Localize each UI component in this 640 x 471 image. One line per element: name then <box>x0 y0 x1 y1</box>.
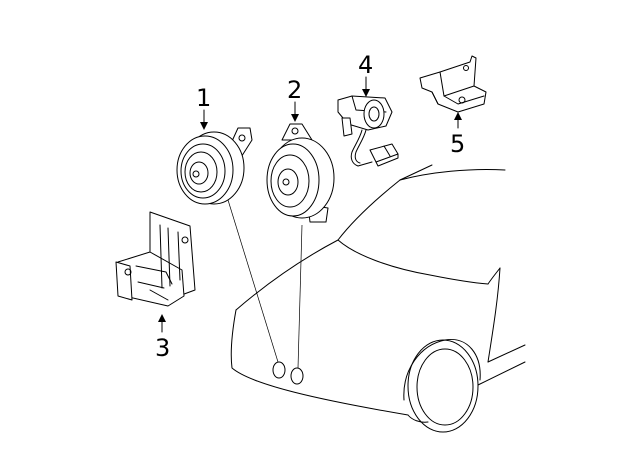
mount-bracket-part <box>419 55 487 113</box>
front-wheel <box>403 338 481 433</box>
callout-1: 1 <box>196 84 211 112</box>
car-body <box>230 164 526 423</box>
callout-3: 3 <box>155 334 170 362</box>
leader-line-1 <box>227 199 279 363</box>
horn-high-part <box>176 127 253 205</box>
callout-arrows <box>158 76 462 333</box>
leader-line-2 <box>297 224 303 369</box>
callout-2: 2 <box>287 76 302 104</box>
horn-low-part <box>266 123 335 223</box>
callout-5: 5 <box>450 130 465 158</box>
horn-bracket-part <box>115 211 196 307</box>
horn-relay-part <box>337 95 399 167</box>
callout-4: 4 <box>358 51 373 79</box>
